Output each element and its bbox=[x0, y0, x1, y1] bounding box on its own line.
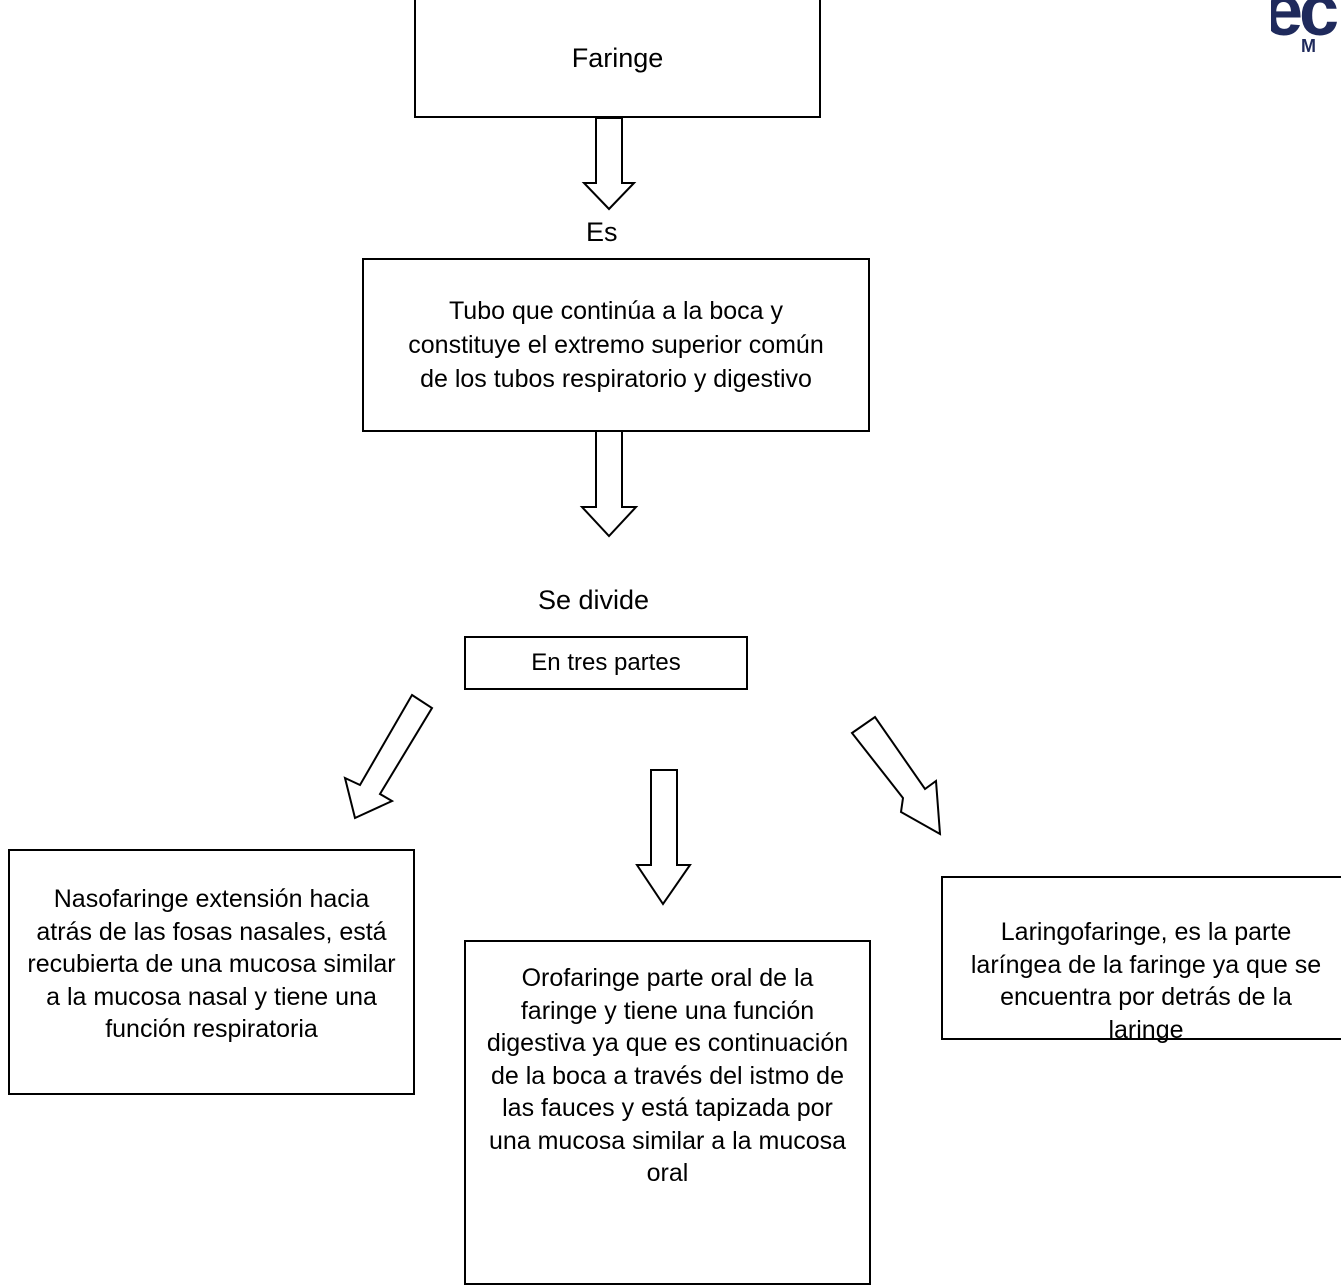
faringe-label: Faringe bbox=[571, 42, 664, 73]
arrow-to-orofaringe bbox=[635, 769, 692, 906]
faringe-box: Faringe bbox=[414, 0, 821, 118]
definition-text: Tubo que continúa a la boca y constituye… bbox=[408, 297, 824, 393]
link-label-es: Es bbox=[586, 217, 618, 247]
orofaringe-box: Orofaringe parte oral de la faringe y ti… bbox=[464, 940, 871, 1285]
brand-logo: ec M bbox=[1271, 0, 1341, 70]
nasofaringe-text: Nasofaringe extensión hacia atrás de las… bbox=[27, 885, 396, 1043]
brand-logo-mark: ec bbox=[1271, 0, 1339, 51]
laringofaringe-text: Laringofaringe, es la parte laríngea de … bbox=[970, 918, 1322, 1044]
arrow-to-laringofaringe bbox=[850, 715, 942, 836]
division-box: En tres partes bbox=[464, 636, 748, 690]
arrow-root-to-definition bbox=[581, 117, 637, 211]
laringofaringe-box: Laringofaringe, es la parte laríngea de … bbox=[941, 876, 1341, 1044]
arrow-to-nasofaringe bbox=[343, 693, 434, 820]
nasofaringe-box: Nasofaringe extensión hacia atrás de las… bbox=[8, 849, 415, 1095]
link-label-se-divide: Se divide bbox=[538, 585, 650, 615]
brand-logo-subtext: M bbox=[1301, 36, 1316, 56]
arrow-definition-to-division bbox=[579, 429, 639, 538]
division-text: En tres partes bbox=[531, 649, 681, 676]
orofaringe-text: Orofaringe parte oral de la faringe y ti… bbox=[486, 964, 849, 1187]
definition-box: Tubo que continúa a la boca y constituye… bbox=[362, 258, 870, 432]
